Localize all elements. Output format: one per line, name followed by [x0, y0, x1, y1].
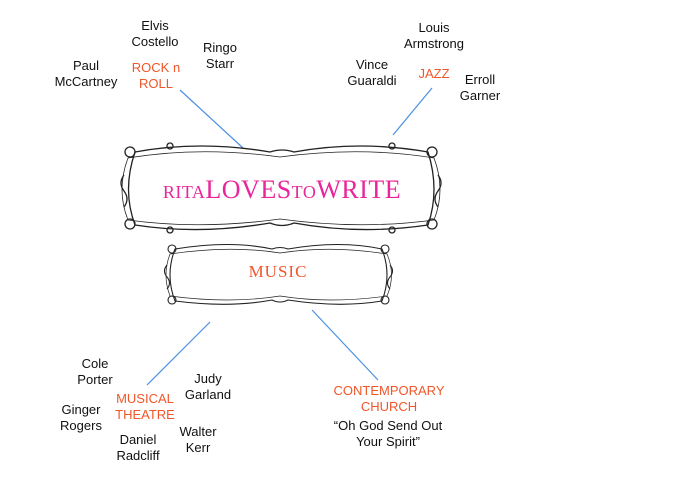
center-topic: MUSIC — [248, 262, 308, 281]
site-title: ritaLOVEStoWRITE — [163, 175, 401, 205]
label-line: CHURCH — [360, 399, 418, 414]
first-name: Vince — [355, 57, 389, 72]
connector-church — [311, 309, 379, 381]
last-name: Kerr — [185, 440, 211, 455]
first-name: Cole — [81, 356, 109, 371]
last-name: Guaraldi — [347, 73, 397, 88]
last-name: McCartney — [54, 74, 118, 89]
title-to: to — [291, 182, 317, 202]
quote-line: “Oh God Send Out — [333, 418, 443, 433]
last-name: Garner — [459, 88, 501, 103]
category-jazz: JAZZ — [418, 66, 449, 82]
first-name: Louis — [418, 20, 450, 35]
connector-jazz — [392, 87, 433, 136]
first-name: Elvis — [141, 18, 169, 33]
connector-rock — [179, 89, 244, 149]
label-line: JAZZ — [418, 66, 450, 81]
first-name: Paul — [72, 58, 100, 73]
first-name: Judy — [194, 371, 222, 386]
last-name: Armstrong — [404, 36, 464, 51]
first-name: Erroll — [464, 72, 496, 87]
last-name: Rogers — [60, 418, 102, 433]
first-name: Ginger — [61, 402, 101, 417]
first-name: Walter — [179, 424, 217, 439]
last-name: Garland — [184, 387, 232, 402]
label-line: ROCK n — [131, 60, 181, 75]
title-rita: rita — [162, 182, 206, 202]
title-write: WRITE — [316, 175, 402, 204]
label-line: ROLL — [139, 76, 173, 91]
last-name: Costello — [131, 34, 179, 49]
label-line: CONTEMPORARY — [333, 383, 445, 398]
label-line: THEATRE — [115, 407, 175, 422]
last-name: Porter — [77, 372, 113, 387]
label-line: MUSICAL — [116, 391, 174, 406]
connector-theatre — [146, 321, 211, 386]
first-name: Daniel — [119, 432, 157, 447]
last-name: Radcliff — [116, 448, 160, 463]
title-ornate-frame — [120, 142, 442, 234]
music-ornate-frame — [163, 243, 394, 305]
first-name: Ringo — [203, 40, 237, 55]
quote-line: Your Spirit” — [356, 434, 420, 449]
last-name: Starr — [205, 56, 235, 71]
title-loves: LOVES — [205, 175, 292, 204]
